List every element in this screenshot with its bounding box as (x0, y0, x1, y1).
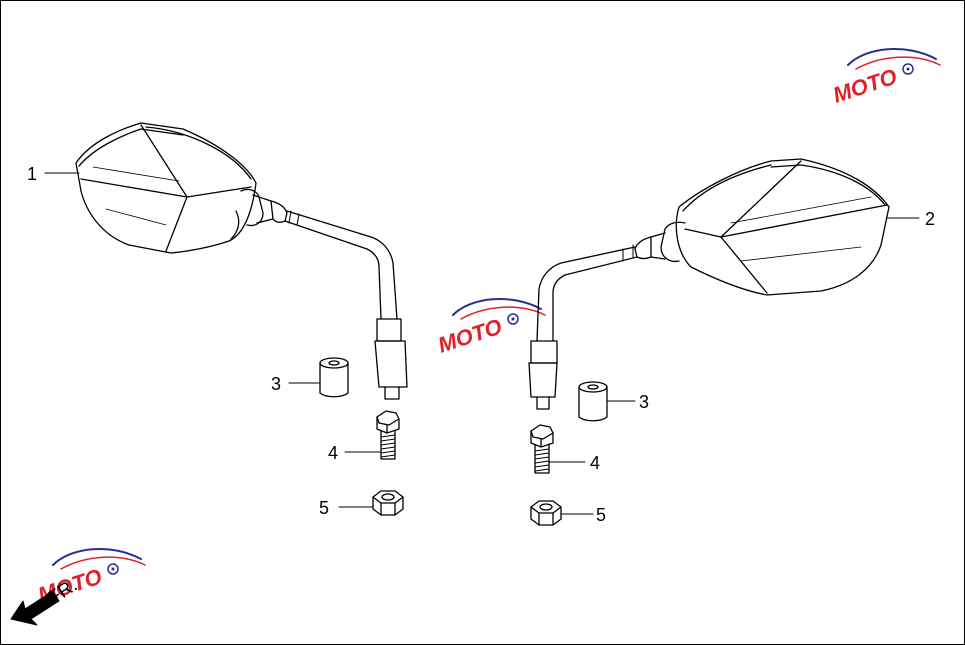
leader-lines (44, 172, 920, 515)
callout-5-right: 5 (596, 505, 606, 525)
watermark-top-right: MOTO (830, 48, 941, 108)
watermark-text: MOTO (830, 64, 900, 108)
callout-4-right: 4 (590, 453, 600, 473)
nut-right (530, 500, 562, 526)
watermark-center: MOTO (435, 298, 546, 358)
bolt-right (530, 424, 554, 474)
callout-3-right: 3 (639, 392, 649, 412)
watermark-text: MOTO (435, 314, 505, 358)
callout-5-left: 5 (319, 498, 329, 518)
left-mirror (75, 122, 408, 400)
callout-4-left: 4 (328, 443, 338, 463)
cap-right (578, 381, 608, 422)
callout-3-left: 3 (271, 374, 281, 394)
callout-1: 1 (27, 164, 37, 184)
front-arrow-icon (10, 590, 60, 626)
callout-2: 2 (925, 209, 935, 229)
bolt-left (376, 410, 400, 460)
right-mirror (528, 158, 890, 410)
cap-left (319, 357, 349, 398)
nut-left (372, 490, 404, 516)
